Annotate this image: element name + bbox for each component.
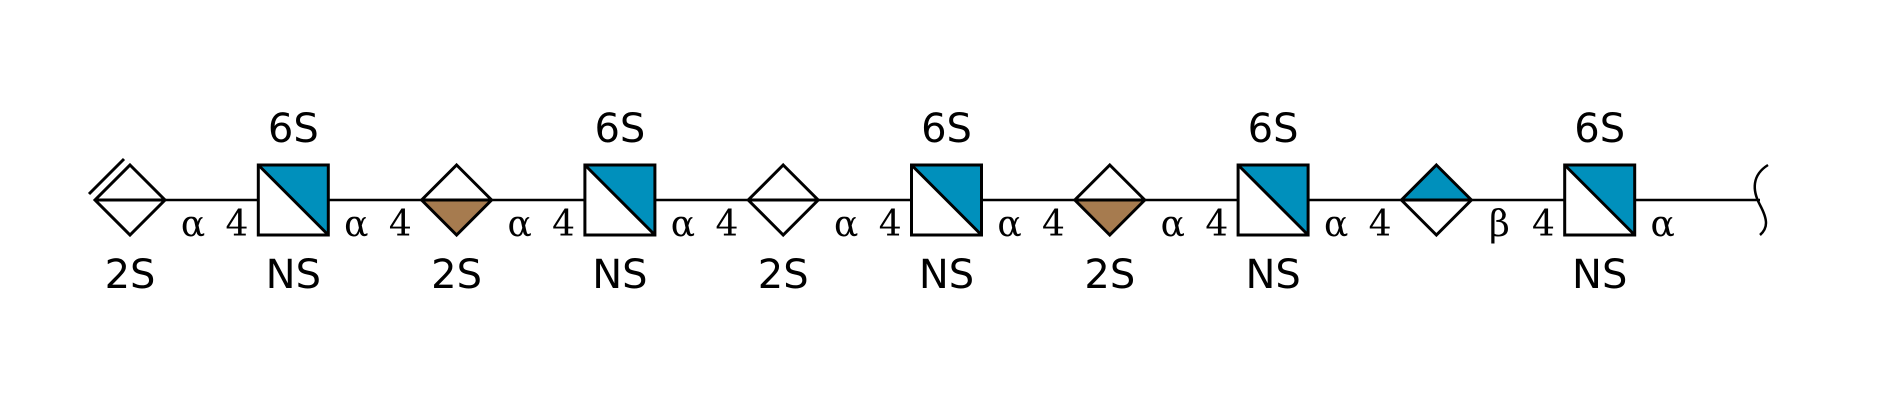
linkage-position-label: 4 — [1205, 204, 1228, 245]
linkage-anomer-label: α — [181, 204, 205, 245]
linkage-position-label: 4 — [389, 204, 412, 245]
substituent-label-top: 6S — [921, 106, 972, 152]
glcnac-square-icon — [256, 163, 330, 237]
linkage-position-label: 4 — [226, 204, 249, 245]
substituent-label-bottom: 2S — [1084, 252, 1135, 298]
substituent-label-bottom: 2S — [105, 252, 156, 298]
linkage-position-label: 4 — [1042, 204, 1065, 245]
reducing-end-squiggle-icon — [1753, 163, 1769, 236]
double-bond-line — [87, 157, 126, 196]
substituent-label-bottom: NS — [592, 252, 647, 298]
unsaturated-uronic-diamond-icon — [87, 157, 168, 238]
substituent-label-bottom: 2S — [431, 252, 482, 298]
glca-diamond-icon — [1399, 162, 1474, 238]
substituent-label-top: 6S — [1248, 106, 1299, 152]
substituent-label-top: 6S — [268, 106, 319, 152]
linkage-position-label: 4 — [879, 204, 902, 245]
glcnac-square-icon — [1236, 163, 1310, 237]
linkage-anomer-label: α — [671, 204, 695, 245]
linkage-anomer-label: β — [1489, 204, 1510, 245]
linkage-anomer-label: α — [344, 204, 368, 245]
substituent-label-bottom: NS — [919, 252, 974, 298]
linkage-position-label: 4 — [552, 204, 575, 245]
linkage-anomer-label: α — [1651, 204, 1675, 245]
hexuronic-diamond-icon — [746, 162, 821, 238]
linkage-anomer-label: α — [507, 204, 531, 245]
glcnac-square-icon — [910, 163, 983, 237]
substituent-label-bottom: NS — [1572, 252, 1627, 298]
glcnac-square-icon — [1563, 163, 1637, 237]
linkage-position-label: 4 — [715, 204, 738, 245]
linkage-position-label: 4 — [1369, 204, 1392, 245]
glcnac-square-icon — [583, 163, 657, 237]
substituent-label-bottom: NS — [266, 252, 321, 298]
idoa-diamond-icon — [419, 162, 494, 238]
linkage-position-label: 4 — [1532, 204, 1555, 245]
substituent-label-bottom: 2S — [758, 252, 809, 298]
linkage-anomer-label: α — [997, 204, 1021, 245]
idoa-diamond-icon — [1072, 162, 1147, 238]
substituent-label-top: 6S — [594, 106, 645, 152]
linkage-anomer-label: α — [1161, 204, 1185, 245]
substituent-label-bottom: NS — [1245, 252, 1300, 298]
linkage-anomer-label: α — [1324, 204, 1348, 245]
substituent-label-top: 6S — [1574, 106, 1625, 152]
linkage-anomer-label: α — [834, 204, 858, 245]
